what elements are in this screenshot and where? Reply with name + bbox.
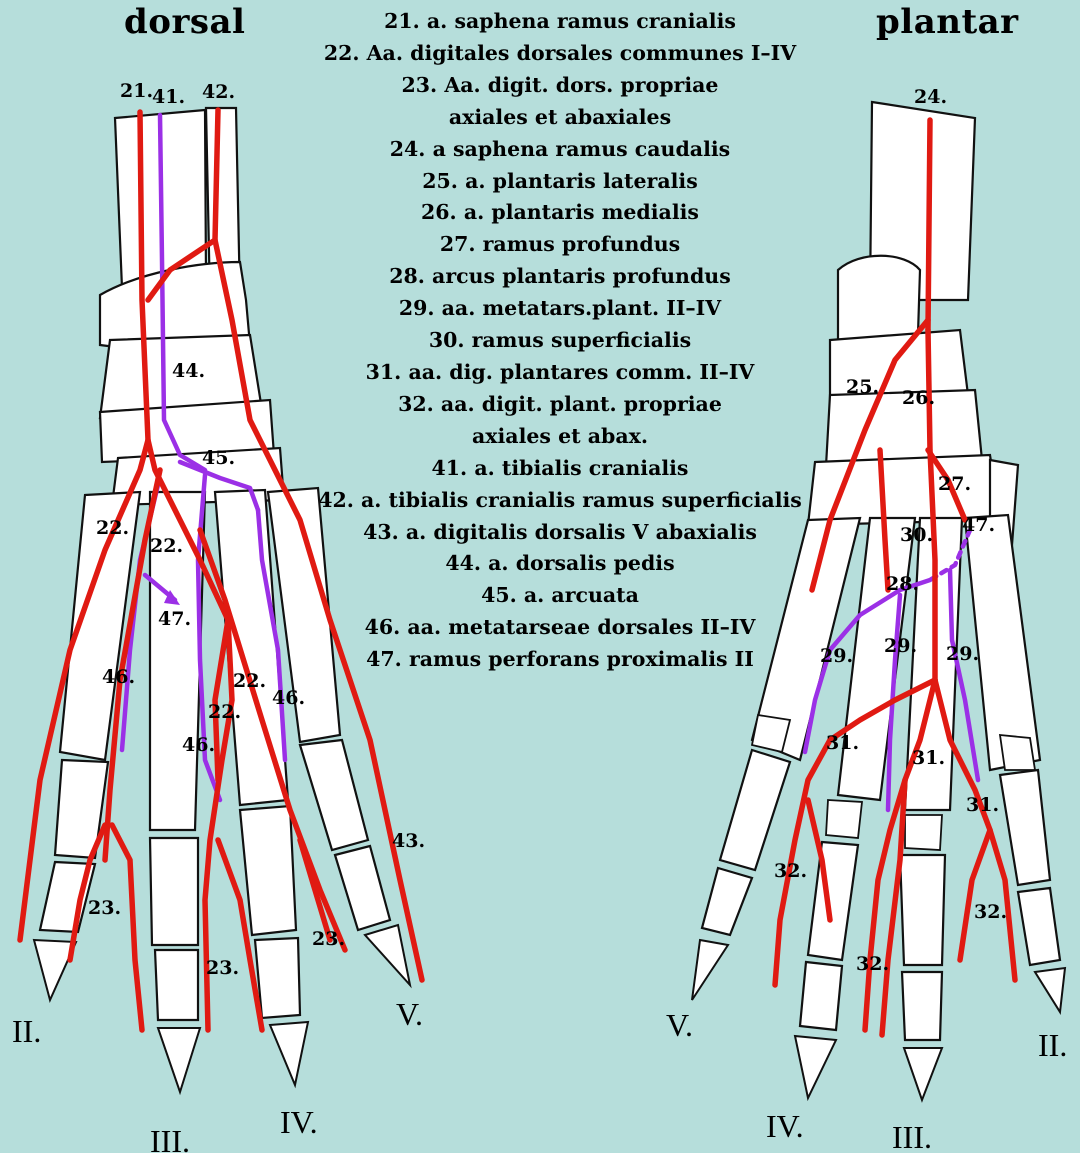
label-30: 30. (900, 524, 933, 546)
sesamoid-iv (826, 800, 862, 838)
label-29: 29. (946, 643, 979, 665)
phalanx-iii-1 (900, 855, 945, 965)
label-29: 29. (884, 635, 917, 657)
artery-24 (928, 120, 930, 330)
sesamoid-v (752, 715, 790, 752)
label-25: 25. (846, 376, 879, 398)
claw-v (692, 940, 728, 1000)
label-31: 31. (826, 732, 859, 754)
digit-label-v: V. (666, 1007, 693, 1043)
digit-label-ii: II. (1038, 1027, 1067, 1063)
label-28: 28. (886, 573, 919, 595)
phalanx-iv-1 (808, 842, 858, 960)
digit-label-iii: III. (892, 1119, 932, 1153)
label-32: 32. (856, 953, 889, 975)
label-31: 31. (912, 747, 945, 769)
label-47: 47. (962, 514, 995, 536)
label-32: 32. (974, 901, 1007, 923)
phalanx-v-2 (702, 868, 752, 935)
digit-label-iv: IV. (766, 1108, 804, 1144)
label-31: 31. (966, 794, 999, 816)
phalanx-iii-2 (902, 972, 942, 1040)
claw-iv (795, 1036, 836, 1098)
claw-ii (1035, 968, 1065, 1012)
phalanx-v-1 (720, 750, 790, 870)
phalanx-ii-2 (1018, 888, 1060, 965)
sesamoid-iii (905, 815, 942, 850)
claw-iii (904, 1048, 942, 1100)
sesamoid-ii (1000, 735, 1035, 770)
label-24: 24. (914, 86, 947, 108)
phalanx-ii-1 (1000, 770, 1050, 885)
label-27: 27. (938, 473, 971, 495)
label-26: 26. (902, 387, 935, 409)
label-32: 32. (774, 860, 807, 882)
artery-32c (960, 830, 990, 960)
phalanx-iv-2 (800, 962, 842, 1030)
label-29: 29. (820, 645, 853, 667)
